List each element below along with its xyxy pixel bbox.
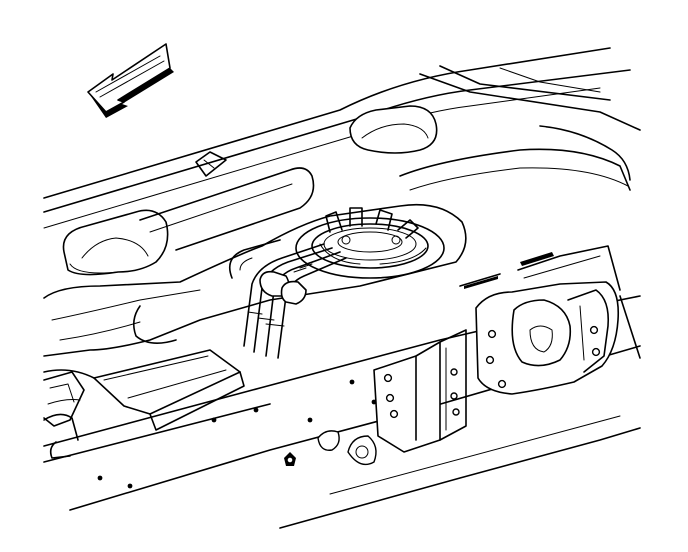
- body-mount-bracket: [459, 245, 621, 395]
- fuel-tank: [43, 203, 467, 357]
- suspension-component: [43, 371, 85, 459]
- direction-arrow-icon: [87, 43, 174, 118]
- rear-floor-pan: [43, 47, 641, 276]
- crossmember-bracket: [373, 329, 467, 453]
- fuel-pump-module: [295, 207, 445, 279]
- fuel-lines: [243, 243, 347, 359]
- heat-shield: [43, 349, 245, 441]
